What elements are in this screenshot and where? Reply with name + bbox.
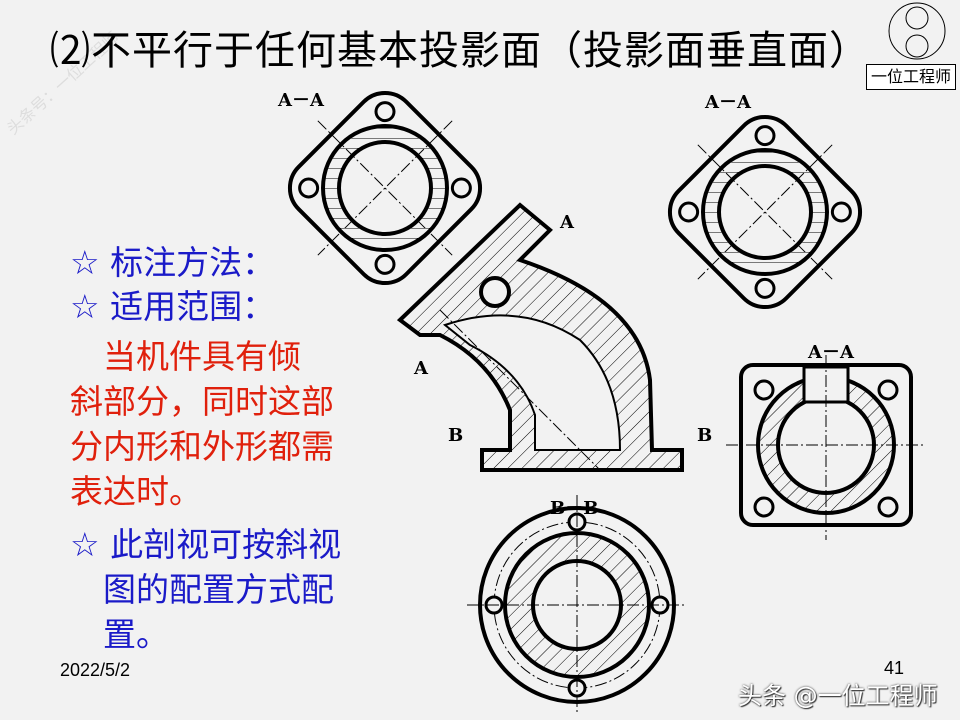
description-line: 当机件具有倾 (70, 337, 301, 376)
label-cut-a-bottom: A (413, 358, 429, 379)
description-line: 分内形和外形都需 (70, 427, 334, 466)
section-view-a-top-right (667, 114, 863, 310)
bullet-annotation-method: ☆ 标注方法： (70, 243, 276, 282)
label-section-tl: A－A (277, 90, 325, 111)
section-view-a-top-left (287, 90, 483, 286)
label-cut-a-top: A (559, 212, 575, 233)
note-line: ☆ 此剖视可按斜视 (70, 525, 342, 564)
label-cut-b-left: B (448, 425, 463, 446)
description-line: 斜部分，同时这部 (70, 382, 334, 421)
slide-date: 2022/5/2 (60, 660, 131, 680)
note-line: 置。 (70, 615, 169, 654)
logo-label: 一位工程师 (866, 64, 956, 90)
bullet-scope: ☆ 适用范围： (70, 287, 276, 326)
section-view-b (467, 495, 687, 715)
slide-number: 41 (884, 658, 905, 678)
label-section-r: A－A (807, 342, 855, 363)
label-cut-b-right: B (697, 425, 712, 446)
section-view-a-right (726, 355, 926, 540)
slide-title: ⑵不平行于任何基本投影面（投影面垂直面） (50, 28, 870, 74)
note-line: 图的配置方式配 (70, 570, 334, 609)
watermark-bottom: 头条 @一位工程师 (738, 682, 938, 710)
label-section-tr: A－A (704, 92, 752, 113)
description-line: 表达时。 (70, 472, 202, 511)
label-section-b: B－B (550, 498, 598, 519)
logo-icon (888, 2, 946, 60)
main-view-elbow (396, 202, 684, 472)
